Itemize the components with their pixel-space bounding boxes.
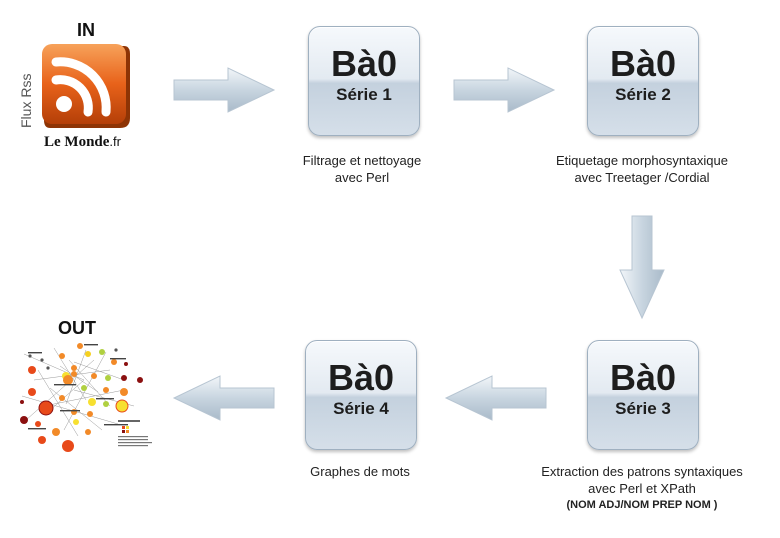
caption-serie-1: Filtrage et nettoyage avec Perl — [262, 152, 462, 186]
in-heading: IN — [77, 20, 95, 40]
stage-title: Bà0 — [330, 43, 398, 84]
stage-serie-4: Bà0 Série 4 — [305, 340, 417, 450]
caption-line: Filtrage et nettoyage — [302, 153, 422, 168]
stage-series: Série 2 — [615, 85, 671, 104]
stage-series: Série 3 — [615, 399, 671, 418]
stage-title: Bà0 — [609, 43, 677, 84]
out-heading: OUT — [58, 318, 96, 338]
arrow-s3-to-s4 — [444, 375, 547, 421]
le-monde-logo: Le Monde.fr — [44, 134, 121, 151]
arrow-s1-to-s2 — [453, 67, 556, 113]
stage-title: Bà0 — [327, 357, 395, 398]
caption-line: avec Perl et XPath — [588, 481, 696, 496]
caption-serie-2: Etiquetage morphosyntaxique avec Treetag… — [532, 152, 752, 186]
flux-rss-label: Flux Rss — [18, 73, 34, 128]
caption-line-bold: (NOM ADJ/NOM PREP NOM ) — [566, 499, 718, 511]
rss-icon — [40, 42, 132, 134]
caption-serie-3: Extraction des patrons syntaxiques avec … — [512, 463, 772, 514]
caption-line: avec Perl — [334, 170, 390, 185]
stage-series: Série 4 — [333, 399, 389, 418]
arrow-s4-to-out — [172, 375, 275, 421]
caption-line: avec Treetager /Cordial — [574, 170, 710, 185]
caption-line: Graphes de mots — [310, 464, 410, 479]
logo-main: Le Monde — [44, 134, 110, 150]
stage-serie-3: Bà0 Série 3 — [587, 340, 699, 450]
stage-serie-2: Bà0 Série 2 — [587, 26, 699, 136]
word-graph-image — [14, 340, 154, 452]
stage-serie-1: Bà0 Série 1 — [308, 26, 420, 136]
arrow-in-to-s1 — [173, 67, 276, 113]
stage-series: Série 1 — [336, 85, 392, 104]
arrow-s2-to-s3 — [619, 215, 665, 320]
logo-suffix: .fr — [109, 134, 121, 149]
caption-line: Extraction des patrons syntaxiques — [541, 464, 743, 479]
caption-line: Etiquetage morphosyntaxique — [555, 153, 728, 168]
stage-title: Bà0 — [609, 357, 677, 398]
caption-serie-4: Graphes de mots — [280, 463, 440, 480]
